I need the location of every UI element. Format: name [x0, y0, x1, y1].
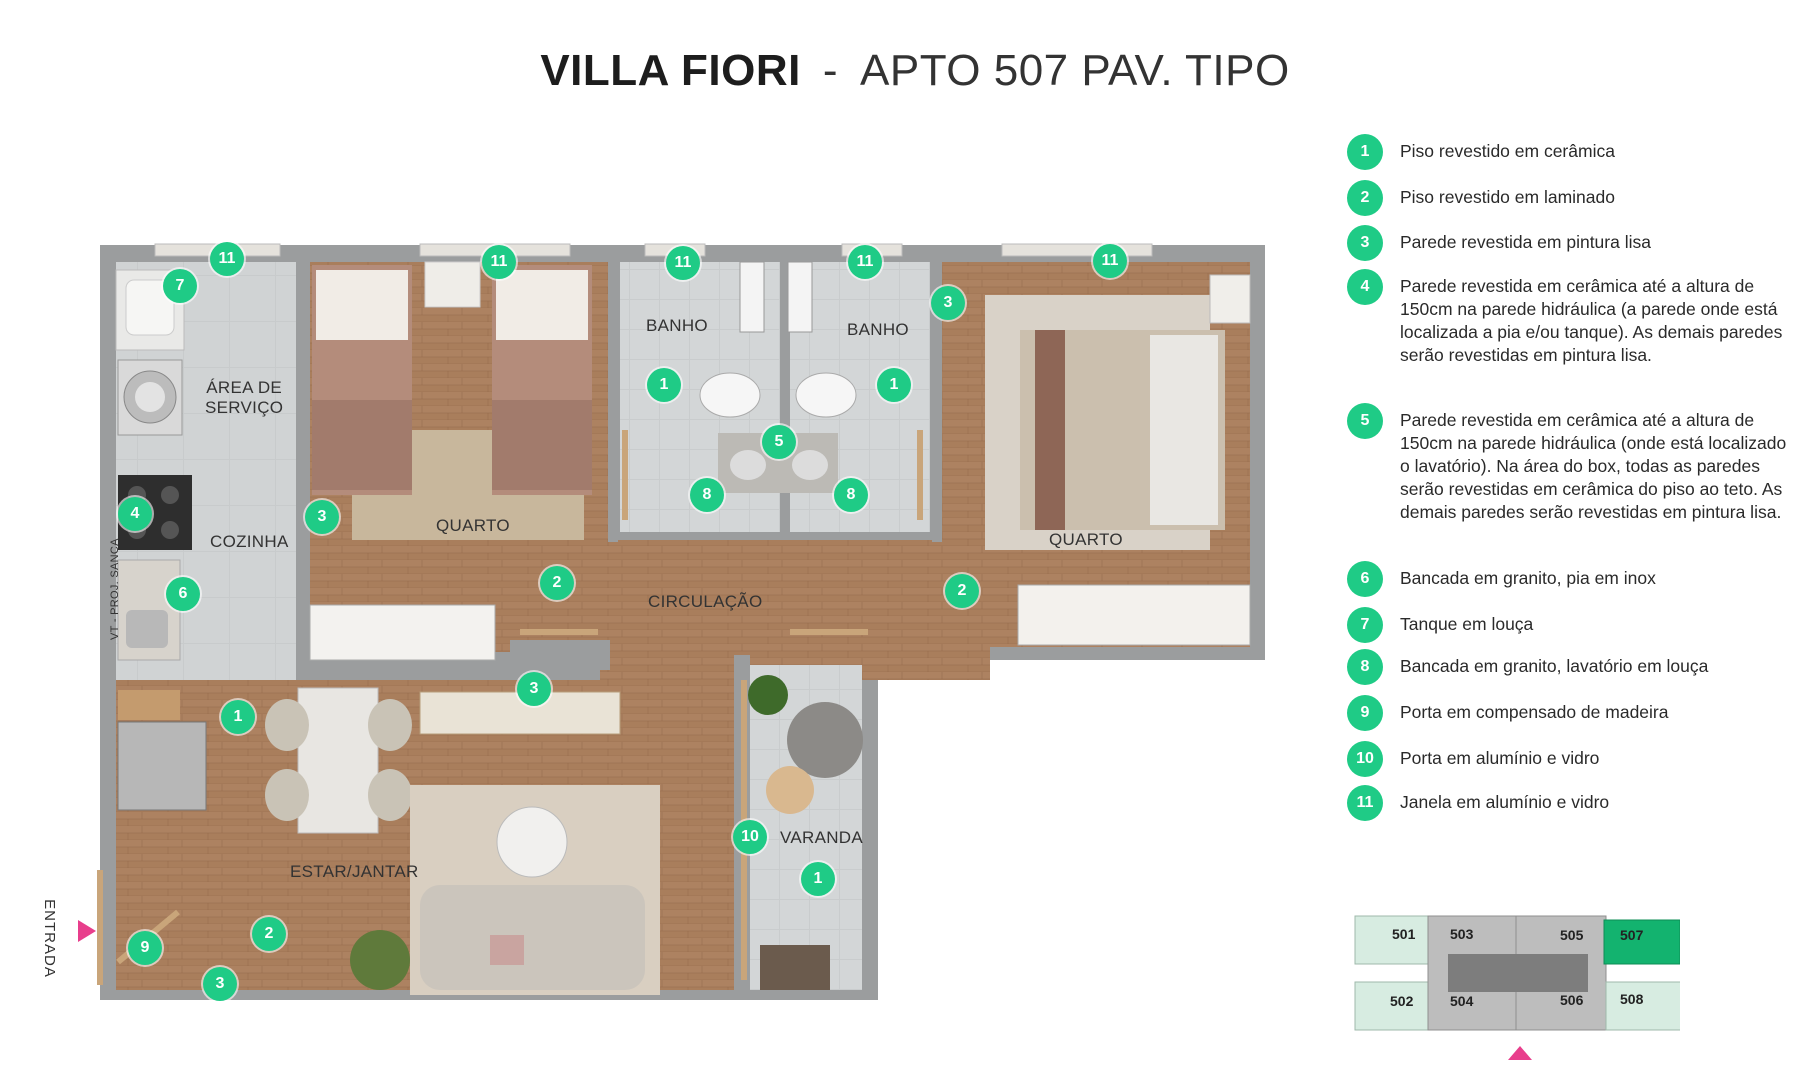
entrance-marker	[78, 920, 96, 942]
legend-text: Tanque em louça	[1400, 614, 1534, 634]
plan-badge-tanque: 7	[163, 269, 197, 303]
key-plan-unit: 506	[1560, 992, 1584, 1008]
key-plan-highlight	[1603, 919, 1680, 965]
plan-badge-piso: 1	[877, 368, 911, 402]
plan-badge-kitchen-wall: 4	[118, 497, 152, 531]
legend-badge: 5	[1347, 403, 1383, 439]
room-label-quarto-1: QUARTO	[436, 516, 510, 535]
key-plan-unit: 502	[1390, 993, 1414, 1009]
plan-badge-window: 11	[848, 245, 882, 279]
legend-badge: 1	[1347, 134, 1383, 170]
plan-badge-piso: 1	[647, 368, 681, 402]
legend-text: Parede revestida em cerâmica até a altur…	[1400, 410, 1787, 522]
key-plan-unit: 508	[1620, 991, 1644, 1007]
plan-badge-piso: 1	[221, 700, 255, 734]
plan-badge-piso: 1	[801, 862, 835, 896]
legend-badge: 7	[1347, 607, 1383, 643]
legend-badge: 4	[1347, 269, 1383, 305]
plan-badge-porta-madeira: 9	[128, 931, 162, 965]
plan-badge-parede: 3	[517, 672, 551, 706]
bedroom-1-furniture	[309, 261, 592, 661]
plan-badge-laminado: 2	[252, 917, 286, 951]
entrance-label: ENTRADA	[41, 894, 72, 984]
legend-text: Piso revestido em laminado	[1400, 187, 1615, 207]
plan-badge-laminado: 2	[540, 566, 574, 600]
legend-badge: 11	[1347, 785, 1383, 821]
plan-badge-bancada: 8	[834, 478, 868, 512]
plan-badge-porta-vidro: 10	[733, 820, 767, 854]
legend-badge: 2	[1347, 180, 1383, 216]
room-label-banho-2: BANHO	[847, 320, 909, 339]
plan-badge-lavatorio-wall: 5	[762, 425, 796, 459]
legend-text: Parede revestida em cerâmica até a altur…	[1400, 276, 1783, 365]
plan-badge-laminado: 2	[945, 574, 979, 608]
legend-text: Janela em alumínio e vidro	[1400, 792, 1610, 812]
plan-badge-bancada: 8	[690, 478, 724, 512]
plan-badge-window: 11	[210, 242, 244, 276]
legend-text: Bancada em granito, pia em inox	[1400, 568, 1656, 588]
key-plan-unit: 504	[1450, 993, 1474, 1009]
room-label-varanda: VARANDA	[780, 828, 864, 847]
key-plan-entrance-marker	[1508, 1046, 1532, 1060]
room-label-quarto-2: QUARTO	[1049, 530, 1123, 549]
key-plan: 501 503 505 507 502 504 506 508	[1350, 910, 1680, 1060]
kitchen-furniture	[115, 269, 412, 834]
key-plan-unit: 507	[1620, 927, 1644, 943]
legend-badge: 3	[1347, 225, 1383, 261]
key-plan-drawing	[1354, 915, 1680, 1060]
legend-text: Bancada em granito, lavatório em louça	[1400, 656, 1709, 676]
key-plan-unit: 501	[1392, 926, 1416, 942]
legend-badge: 9	[1347, 695, 1383, 731]
plan-badge-window: 11	[482, 245, 516, 279]
key-plan-unit: 505	[1560, 927, 1584, 943]
plan-badge-window: 11	[666, 246, 700, 280]
project-name: VILLA FIORI	[540, 46, 801, 95]
plan-badge-parede: 3	[203, 967, 237, 1001]
key-plan-unit: 503	[1450, 926, 1474, 942]
legend-text: Porta em compensado de madeira	[1400, 702, 1669, 722]
plan-badge-parede: 3	[931, 286, 965, 320]
legend-text: Piso revestido em cerâmica	[1400, 141, 1615, 161]
page-title: VILLA FIORI-APTO 507 PAV. TIPO	[0, 46, 1800, 96]
room-label-estar-jantar: ESTAR/JANTAR	[290, 862, 419, 881]
room-label-circulacao: CIRCULAÇÃO	[648, 592, 763, 611]
legend-badge: 8	[1347, 649, 1383, 685]
room-label-cozinha: COZINHA	[210, 532, 289, 551]
legend-badge: 6	[1347, 561, 1383, 597]
legend-text: Porta em alumínio e vidro	[1400, 748, 1600, 768]
entrance-text: ENTRADA	[40, 899, 58, 978]
legend-badge: 10	[1347, 741, 1383, 777]
plan-badge-window: 11	[1093, 244, 1127, 278]
room-label-banho-1: BANHO	[646, 316, 708, 335]
shaft-note: VT - PROJ. SANCA	[109, 538, 121, 640]
plan-badge-parede: 3	[305, 500, 339, 534]
unit-name: APTO 507 PAV. TIPO	[860, 46, 1290, 95]
bedroom-2-furniture	[985, 274, 1251, 646]
plan-badge-bancada-cozinha: 6	[166, 577, 200, 611]
title-separator: -	[822, 46, 838, 95]
legend-text: Parede revestida em pintura lisa	[1400, 232, 1651, 252]
living-furniture	[350, 675, 863, 995]
